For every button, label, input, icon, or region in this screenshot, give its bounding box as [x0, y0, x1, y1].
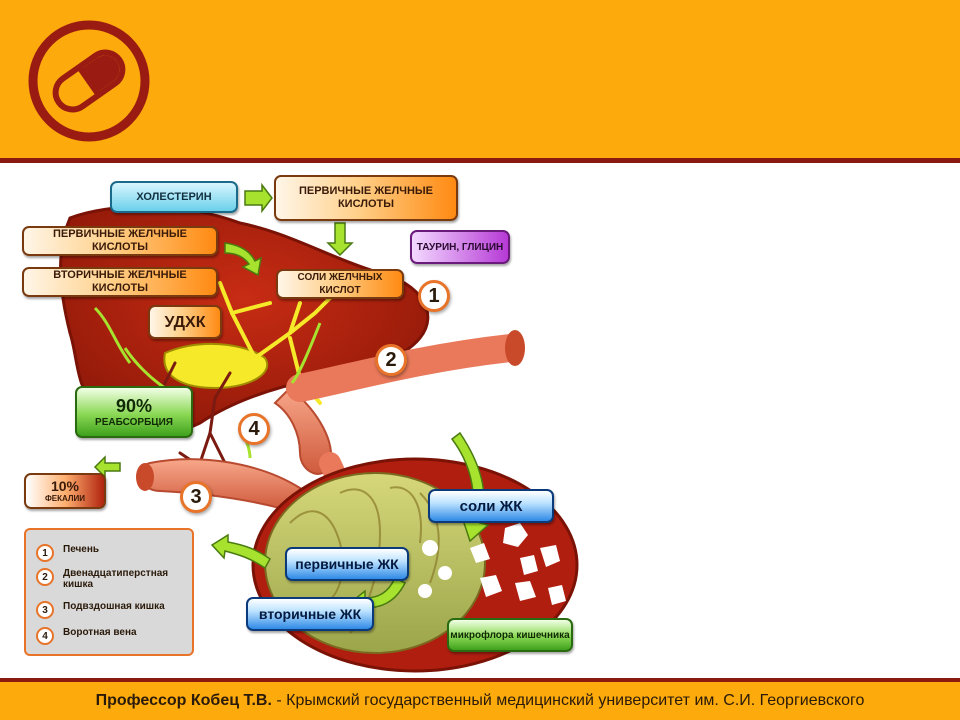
label-reabsorption: 90% РЕАБСОРБЦИЯ: [75, 386, 193, 438]
label-primary-gut: первичные ЖК: [285, 547, 409, 581]
feces-text: ФЕКАЛИИ: [44, 493, 86, 503]
label-feces: 10% ФЕКАЛИИ: [24, 473, 106, 509]
gallbladder-shape: [163, 343, 268, 390]
feces-percent: 10%: [50, 477, 80, 494]
reabsorption-percent: 90%: [115, 395, 153, 416]
legend-label: Двенадцатиперстная кишка: [63, 568, 169, 590]
bile-ducts: [218, 281, 337, 405]
pill-capsule-icon: [28, 20, 150, 142]
legend-box: 1 Печень 2 Двенадцатиперстная кишка 3 По…: [24, 528, 194, 656]
label-cholesterol: ХОЛЕСТЕРИН: [110, 181, 238, 213]
bile-acid-cycle-diagram: ХОЛЕСТЕРИН ПЕРВИЧНЫЕ ЖЕЛЧНЫЕ КИСЛОТЫ ПЕР…: [0, 163, 960, 678]
marker-duodenum: 2: [375, 344, 407, 376]
header-bar: [0, 0, 960, 158]
label-bile-salts-gut: соли ЖК: [428, 489, 554, 523]
label-secondary-gut: вторичные ЖК: [246, 597, 374, 631]
label-taurine-glycine: ТАУРИН, ГЛИЦИН: [410, 230, 510, 264]
label-secondary-acids-left: ВТОРИЧНЫЕ ЖЕЛЧНЫЕ КИСЛОТЫ: [22, 267, 218, 297]
microflora-cells: [418, 523, 566, 605]
label-primary-acids-top: ПЕРВИЧНЫЕ ЖЕЛЧНЫЕ КИСЛОТЫ: [274, 175, 458, 221]
label-bile-salts: СОЛИ ЖЕЛЧНЫХ КИСЛОТ: [276, 269, 404, 299]
legend-item: 2 Двенадцатиперстная кишка: [36, 568, 183, 590]
legend-number: 4: [36, 627, 54, 645]
legend-number: 3: [36, 601, 54, 619]
legend-number: 1: [36, 544, 54, 562]
legend-item: 1 Печень: [36, 544, 183, 562]
reabsorption-text: РЕАБСОРБЦИЯ: [95, 416, 173, 428]
marker-portal-vein: 4: [238, 413, 270, 445]
label-udca: УДХК: [148, 305, 222, 339]
header-divider: [0, 158, 960, 163]
footer-separator: -: [271, 692, 287, 709]
marker-liver: 1: [418, 280, 450, 312]
label-microflora: микрофлора кишечника: [447, 618, 573, 652]
footer-bar: Профессор Кобец Т.В. - Крымский государс…: [0, 682, 960, 720]
footer-author: Профессор Кобец Т.В.: [95, 692, 272, 709]
legend-item: 3 Подвздошная кишка: [36, 601, 183, 619]
label-primary-acids-left: ПЕРВИЧНЫЕ ЖЕЛЧНЫЕ КИСЛОТЫ: [22, 226, 218, 256]
footer-divider: [0, 678, 960, 682]
legend-label: Печень: [63, 544, 100, 555]
legend-item: 4 Воротная вена: [36, 627, 183, 645]
legend-number: 2: [36, 568, 54, 586]
duodenum: [273, 386, 332, 475]
footer-institution: Крымский государственный медицинский уни…: [286, 692, 865, 709]
legend-label: Воротная вена: [63, 627, 137, 638]
legend-label: Подвздошная кишка: [63, 601, 165, 612]
marker-ileum: 3: [180, 481, 212, 513]
